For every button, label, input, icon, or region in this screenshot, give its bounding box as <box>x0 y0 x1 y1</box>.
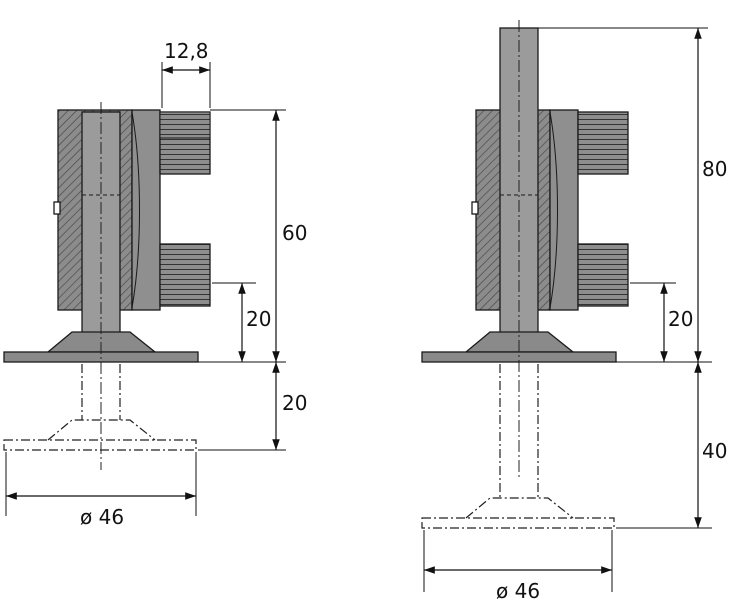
right-phantom-cone <box>465 497 574 519</box>
left-view: 12,8 60 20 20 ø 46 <box>3 39 307 529</box>
right-top-insert <box>577 111 629 175</box>
left-dim-travel-label: 20 <box>282 391 307 415</box>
left-top-insert-cap <box>159 111 211 139</box>
right-phantom-bolt <box>499 364 539 498</box>
left-notch <box>53 201 61 215</box>
right-notch <box>471 201 479 215</box>
right-dim-travel-label: 40 <box>702 439 727 463</box>
left-housing-curve <box>131 111 140 309</box>
right-dim-diameter-label: ø 46 <box>496 579 540 600</box>
right-view: 80 20 40 ø 46 <box>421 20 727 600</box>
right-bottom-insert <box>577 243 629 307</box>
left-phantom-plate <box>3 439 197 451</box>
left-phantom-bolt <box>81 364 121 420</box>
left-dim-height-label: 60 <box>282 221 307 245</box>
left-dim-width-label: 12,8 <box>164 39 209 63</box>
right-dim-height-label: 80 <box>702 157 727 181</box>
left-phantom-cone <box>47 419 156 441</box>
right-dim-base-label: 20 <box>668 307 693 331</box>
right-phantom-plate <box>421 517 615 529</box>
left-dim-diameter-label: ø 46 <box>80 505 124 529</box>
left-dim-base-label: 20 <box>246 307 271 331</box>
right-housing-curve <box>549 111 558 309</box>
left-bottom-insert <box>159 243 211 307</box>
